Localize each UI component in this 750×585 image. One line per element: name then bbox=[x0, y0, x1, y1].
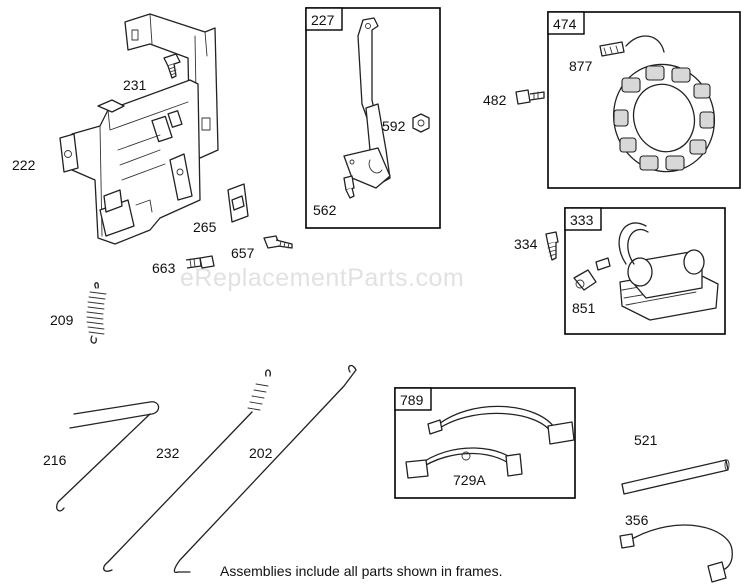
part-label-663: 663 bbox=[152, 260, 176, 276]
alternator-drawing bbox=[599, 35, 716, 173]
spark-plug-boot-851-drawing bbox=[573, 269, 597, 291]
frame-474-border bbox=[547, 11, 741, 189]
wiring-harness-drawing bbox=[405, 405, 575, 479]
part-label-202: 202 bbox=[249, 445, 273, 461]
frame-474-label: 474 bbox=[553, 16, 577, 32]
control-bracket-drawing bbox=[59, 13, 219, 245]
part-label-851: 851 bbox=[572, 300, 596, 316]
frame-333-label: 333 bbox=[570, 212, 594, 228]
screw-663-drawing bbox=[185, 255, 215, 269]
part-label-222: 222 bbox=[12, 157, 36, 173]
part-label-877: 877 bbox=[569, 58, 593, 74]
part-label-356: 356 bbox=[625, 512, 649, 528]
watermark-text: eReplacementParts.com bbox=[180, 264, 464, 292]
link-216-drawing bbox=[56, 401, 160, 512]
frame-789-label: 789 bbox=[400, 392, 424, 408]
nut-592-drawing bbox=[412, 113, 430, 133]
part-label-729a: 729A bbox=[453, 472, 486, 488]
part-label-216: 216 bbox=[43, 452, 67, 468]
frame-789-border bbox=[394, 387, 576, 499]
part-label-521: 521 bbox=[634, 432, 658, 448]
part-label-232: 232 bbox=[156, 445, 180, 461]
screw-482-drawing bbox=[515, 89, 545, 105]
ignition-coil-drawing bbox=[595, 222, 719, 321]
screw-231-drawing bbox=[163, 53, 181, 79]
frame-333-border bbox=[564, 207, 726, 335]
part-label-265: 265 bbox=[193, 219, 217, 235]
spring-209-drawing bbox=[86, 282, 107, 344]
tube-521-drawing bbox=[621, 459, 730, 495]
part-label-562: 562 bbox=[313, 202, 337, 218]
part-label-209: 209 bbox=[50, 312, 74, 328]
wire-356-drawing bbox=[619, 524, 733, 583]
clip-265-drawing bbox=[227, 183, 249, 223]
screw-334-drawing bbox=[545, 231, 559, 261]
part-label-657: 657 bbox=[231, 245, 255, 261]
link-202-drawing bbox=[173, 364, 357, 574]
frame-227-label: 227 bbox=[311, 12, 335, 28]
part-label-334: 334 bbox=[514, 236, 538, 252]
governor-lever-drawing bbox=[343, 17, 391, 189]
cable-232-drawing bbox=[103, 369, 271, 572]
screw-657-drawing bbox=[263, 235, 293, 249]
part-label-592: 592 bbox=[382, 118, 406, 134]
part-label-482: 482 bbox=[483, 92, 507, 108]
screw-562-drawing bbox=[343, 175, 355, 199]
frame-227-border bbox=[305, 7, 441, 229]
part-label-231: 231 bbox=[123, 77, 147, 93]
footer-note: Assemblies include all parts shown in fr… bbox=[220, 563, 502, 579]
